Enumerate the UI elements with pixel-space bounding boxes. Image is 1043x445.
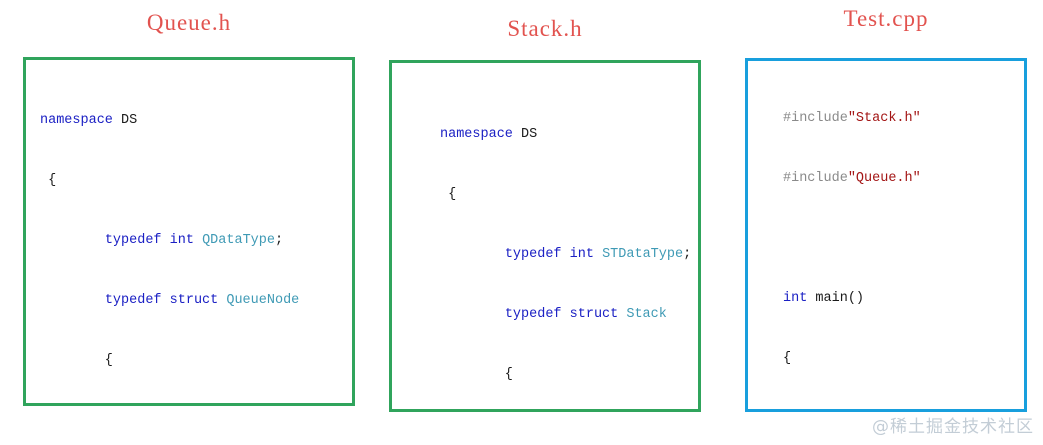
code-line: #include"Stack.h" — [783, 111, 921, 126]
code-line: typedef struct QueueNode — [104, 293, 300, 308]
code-box-stack: namespace DS { typedef int STDataType; t… — [389, 60, 701, 412]
code-line: typedef struct Stack — [504, 307, 667, 322]
code-box-test: #include"Stack.h" #include"Queue.h" int … — [745, 58, 1027, 412]
code-block-stack: namespace DS { typedef int STDataType; t… — [440, 85, 698, 409]
code-line: int main() — [783, 291, 865, 306]
code-line: #include"Queue.h" — [783, 171, 921, 186]
panel-title-test: Test.cpp — [843, 6, 929, 31]
panel-title-queue: Queue.h — [146, 10, 232, 35]
code-line: { — [783, 351, 792, 366]
code-line: namespace DS — [40, 113, 138, 128]
code-line: { — [40, 173, 57, 188]
code-line-blank — [783, 229, 921, 249]
code-line: { — [40, 353, 113, 368]
panel-title-stack: Stack.h — [507, 16, 583, 41]
code-line: namespace DS — [440, 127, 538, 142]
code-line: typedef int QDataType; — [104, 233, 284, 248]
code-block-queue: namespace DS { typedef int QDataType; ty… — [40, 71, 352, 403]
code-line: { — [440, 367, 513, 382]
code-block-test: #include"Stack.h" #include"Queue.h" int … — [783, 69, 921, 409]
code-line: typedef int STDataType; — [504, 247, 692, 262]
watermark: @稀土掘金技术社区 — [872, 417, 1034, 437]
code-box-queue: namespace DS { typedef int QDataType; ty… — [23, 57, 355, 406]
code-line: { — [440, 187, 457, 202]
